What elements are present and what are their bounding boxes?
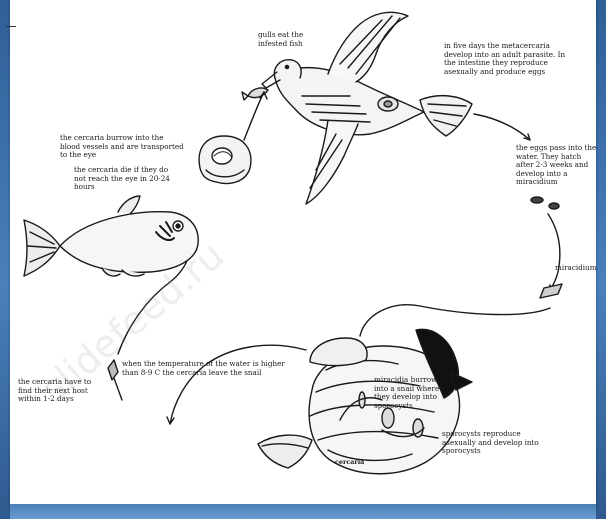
- eggs-illustration: [531, 197, 559, 209]
- arrow-eggs-to-miracidium: [548, 214, 560, 292]
- label-miracidium: miracidium: [555, 264, 601, 273]
- arrow-eye-to-bird: [244, 92, 264, 140]
- cercaria-illustration: [108, 360, 118, 380]
- label-miracidia-burrow: miracidia burrow into a snail where they…: [374, 376, 446, 410]
- label-cercaria-burrow: the cercaria burrow into the blood vesse…: [60, 134, 184, 160]
- fish-eye-illustration: [199, 136, 251, 183]
- label-gulls-eat: gulls eat the infested fish: [258, 31, 320, 48]
- arrow-snail-to-cercaria: [170, 345, 306, 424]
- fish-illustration: [24, 196, 198, 276]
- label-snail-inner: cercaria: [335, 458, 385, 467]
- label-eggs-pass: the eggs pass into the water. They hatch…: [516, 144, 598, 187]
- label-cercaria-die: the cercaria die if they do not reach th…: [74, 166, 176, 192]
- arrow-miracidium-to-snail: [360, 305, 550, 336]
- label-temperature: when the temperature of the water is hig…: [122, 360, 292, 377]
- miracidium-illustration: [540, 284, 562, 298]
- label-five-days: in five days the metacercaria develop in…: [444, 42, 566, 76]
- label-cercaria-two-days: the cercaria have to find their next hos…: [18, 378, 102, 404]
- arrow-bird-to-eggs: [474, 114, 530, 140]
- label-sporocysts: sporocysts reproduce asexually and devel…: [442, 430, 542, 456]
